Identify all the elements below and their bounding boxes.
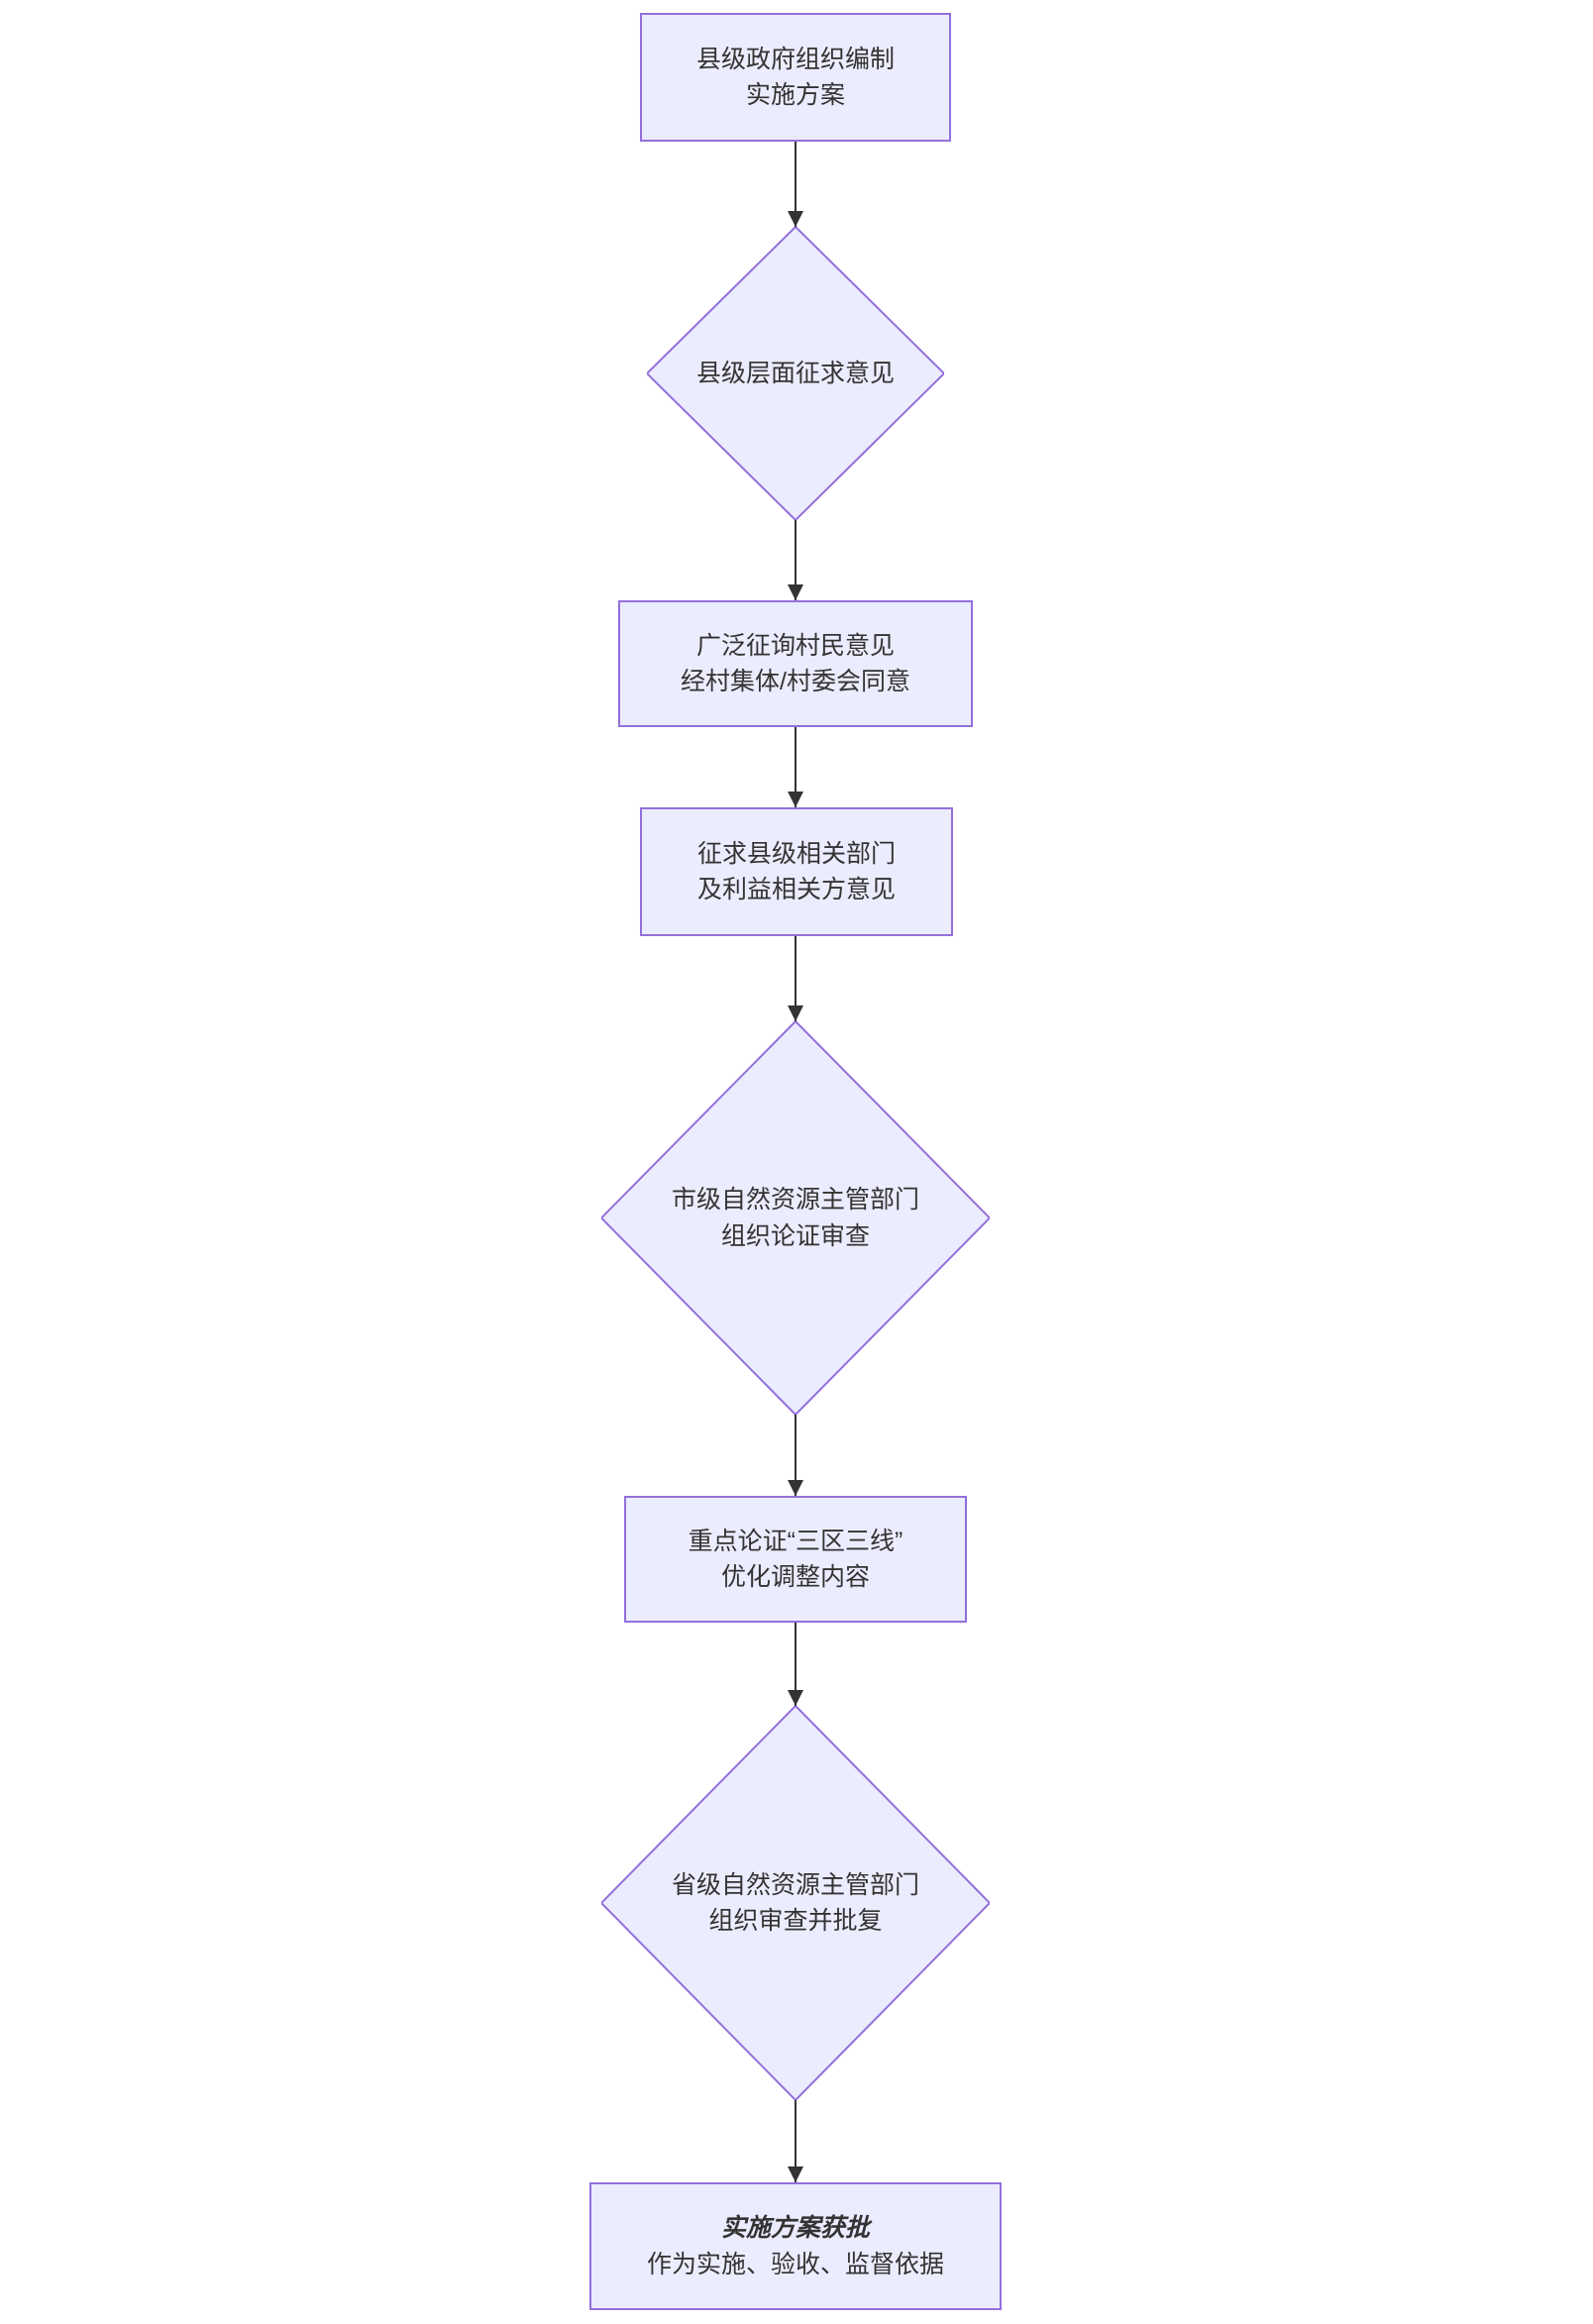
node-label-line: 实施方案 <box>745 81 845 109</box>
flow-arrow <box>795 2100 796 2182</box>
node-label: 征求县级相关部门 及利益相关方意见 <box>697 836 896 908</box>
node-label-line: 征求县级相关部门 <box>696 839 896 868</box>
node-label-line: 市级自然资源主管部门 <box>671 1186 919 1215</box>
node-label-line: 经村集体/村委会同意 <box>681 668 910 695</box>
node-label-line: 重点论证“三区三线” <box>688 1527 903 1555</box>
diamond-shape <box>647 227 944 520</box>
node-label-line: 作为实施、验收、监督依据 <box>646 2250 944 2278</box>
flow-arrow <box>795 520 796 600</box>
flow-arrow <box>795 727 796 807</box>
node-label-line: 县级层面征求意见 <box>695 359 895 387</box>
node-county-plan-drafting: 县级政府组织编制 实施方案 <box>640 13 951 142</box>
flow-arrow <box>795 936 796 1021</box>
flow-arrow <box>795 1623 796 1706</box>
diamond-shape <box>601 1706 990 2100</box>
decision-county-level-consultation: 县级层面征求意见 <box>647 227 944 520</box>
flow-arrow <box>795 1415 796 1496</box>
node-label-line: 组织审查并批复 <box>708 1907 883 1935</box>
node-label-line: 组织论证审查 <box>720 1221 870 1250</box>
node-label-line: 县级政府组织编制 <box>695 45 895 73</box>
node-plan-approved: 实施方案获批 作为实施、验收、监督依据 <box>589 2182 1002 2310</box>
node-county-departments-consultation: 征求县级相关部门 及利益相关方意见 <box>640 807 953 936</box>
node-label-line: 及利益相关方意见 <box>696 876 896 903</box>
node-label: 实施方案获批 作为实施、验收、监督依据 <box>647 2210 944 2282</box>
node-label: 市级自然资源主管部门 组织论证审查 <box>672 1182 919 1254</box>
decision-city-review: 市级自然资源主管部门 组织论证审查 <box>601 1021 990 1415</box>
node-label: 县级政府组织编制 实施方案 <box>696 42 895 114</box>
node-label: 广泛征询村民意见 经村集体/村委会同意 <box>681 628 910 700</box>
diamond-shape <box>601 1021 990 1415</box>
node-three-zones-verification: 重点论证“三区三线” 优化调整内容 <box>624 1496 967 1623</box>
node-label: 省级自然资源主管部门 组织审查并批复 <box>672 1867 919 1940</box>
node-label: 县级层面征求意见 <box>696 356 895 391</box>
node-villager-consultation: 广泛征询村民意见 经村集体/村委会同意 <box>618 600 973 727</box>
node-label-line: 省级自然资源主管部门 <box>671 1870 919 1899</box>
decision-province-review-approval: 省级自然资源主管部门 组织审查并批复 <box>601 1706 990 2100</box>
node-label-line: 广泛征询村民意见 <box>695 631 895 660</box>
flow-arrow <box>795 142 796 227</box>
node-label-line-emphasis: 实施方案获批 <box>720 2214 870 2243</box>
node-label: 重点论证“三区三线” 优化调整内容 <box>689 1524 903 1596</box>
node-label-line: 优化调整内容 <box>720 1563 870 1591</box>
